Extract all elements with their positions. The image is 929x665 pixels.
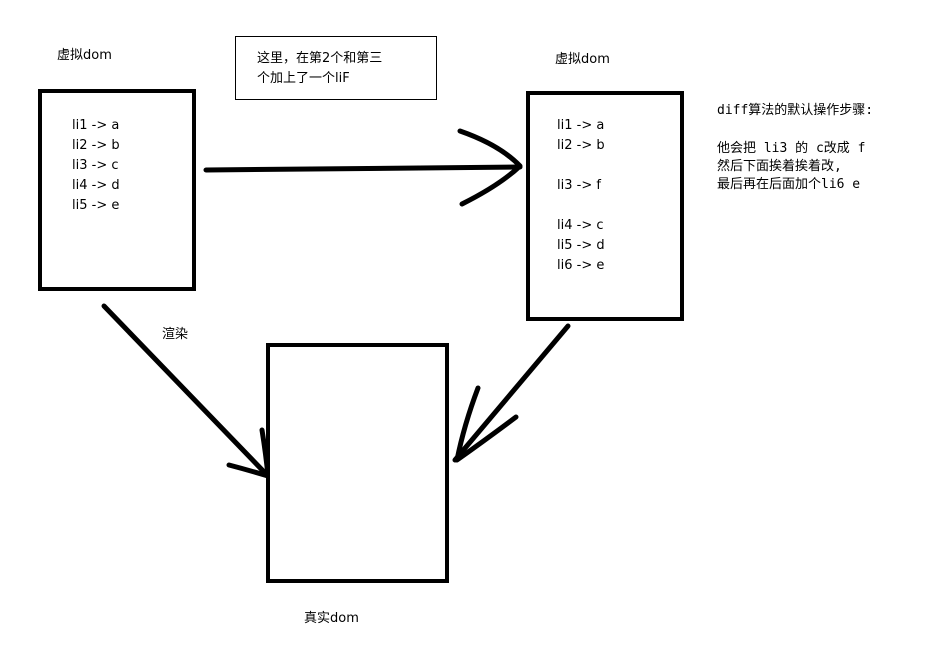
right-tree-title: 虚拟dom (555, 52, 610, 67)
arrow-left-to-right (203, 164, 523, 173)
left-virtual-dom-box (38, 89, 196, 291)
right-virtual-dom-box (526, 91, 684, 321)
arrow-right-tree-to-real-dom-head (454, 385, 519, 463)
list-item: li4 -> c (557, 218, 604, 233)
list-item: li5 -> e (72, 198, 120, 213)
algorithm-line: 然后下面挨着挨着改, (717, 159, 842, 174)
algorithm-title: diff算法的默认操作步骤: (717, 103, 874, 118)
list-item: li2 -> b (72, 138, 120, 153)
list-item: li6 -> e (557, 258, 605, 273)
list-item: li3 -> c (72, 158, 119, 173)
note-line: 这里，在第2个和第三 (257, 51, 383, 66)
right-tree-list: li1 -> a li2 -> b li3 -> f li4 -> c li5 … (557, 116, 605, 276)
list-item: li1 -> a (557, 118, 605, 133)
list-item: li3 -> f (557, 178, 601, 193)
render-label: 渲染 (162, 327, 189, 342)
arrow-left-to-right-head (457, 128, 523, 207)
arrow-left-tree-to-real-dom (101, 303, 271, 479)
left-tree-title: 虚拟dom (57, 48, 112, 63)
real-dom-box (266, 343, 449, 583)
left-tree-list: li1 -> a li2 -> b li3 -> c li4 -> d li5 … (72, 116, 120, 216)
note-box: 这里，在第2个和第三 个加上了一个liF (235, 36, 437, 100)
real-dom-label: 真实dom (304, 611, 359, 626)
algorithm-line: 他会把 li3 的 c改成 f (717, 141, 866, 156)
note-line: 个加上了一个liF (257, 71, 350, 86)
algorithm-line: 最后再在后面加个li6 e (717, 177, 861, 192)
list-item: li5 -> d (557, 238, 605, 253)
arrow-right-tree-to-real-dom (452, 323, 571, 463)
list-item: li4 -> d (72, 178, 120, 193)
list-item: li1 -> a (72, 118, 120, 133)
list-item: li2 -> b (557, 138, 605, 153)
algorithm-description: diff算法的默认操作步骤: 他会把 li3 的 c改成 f 然后下面挨着挨着改… (717, 102, 873, 194)
